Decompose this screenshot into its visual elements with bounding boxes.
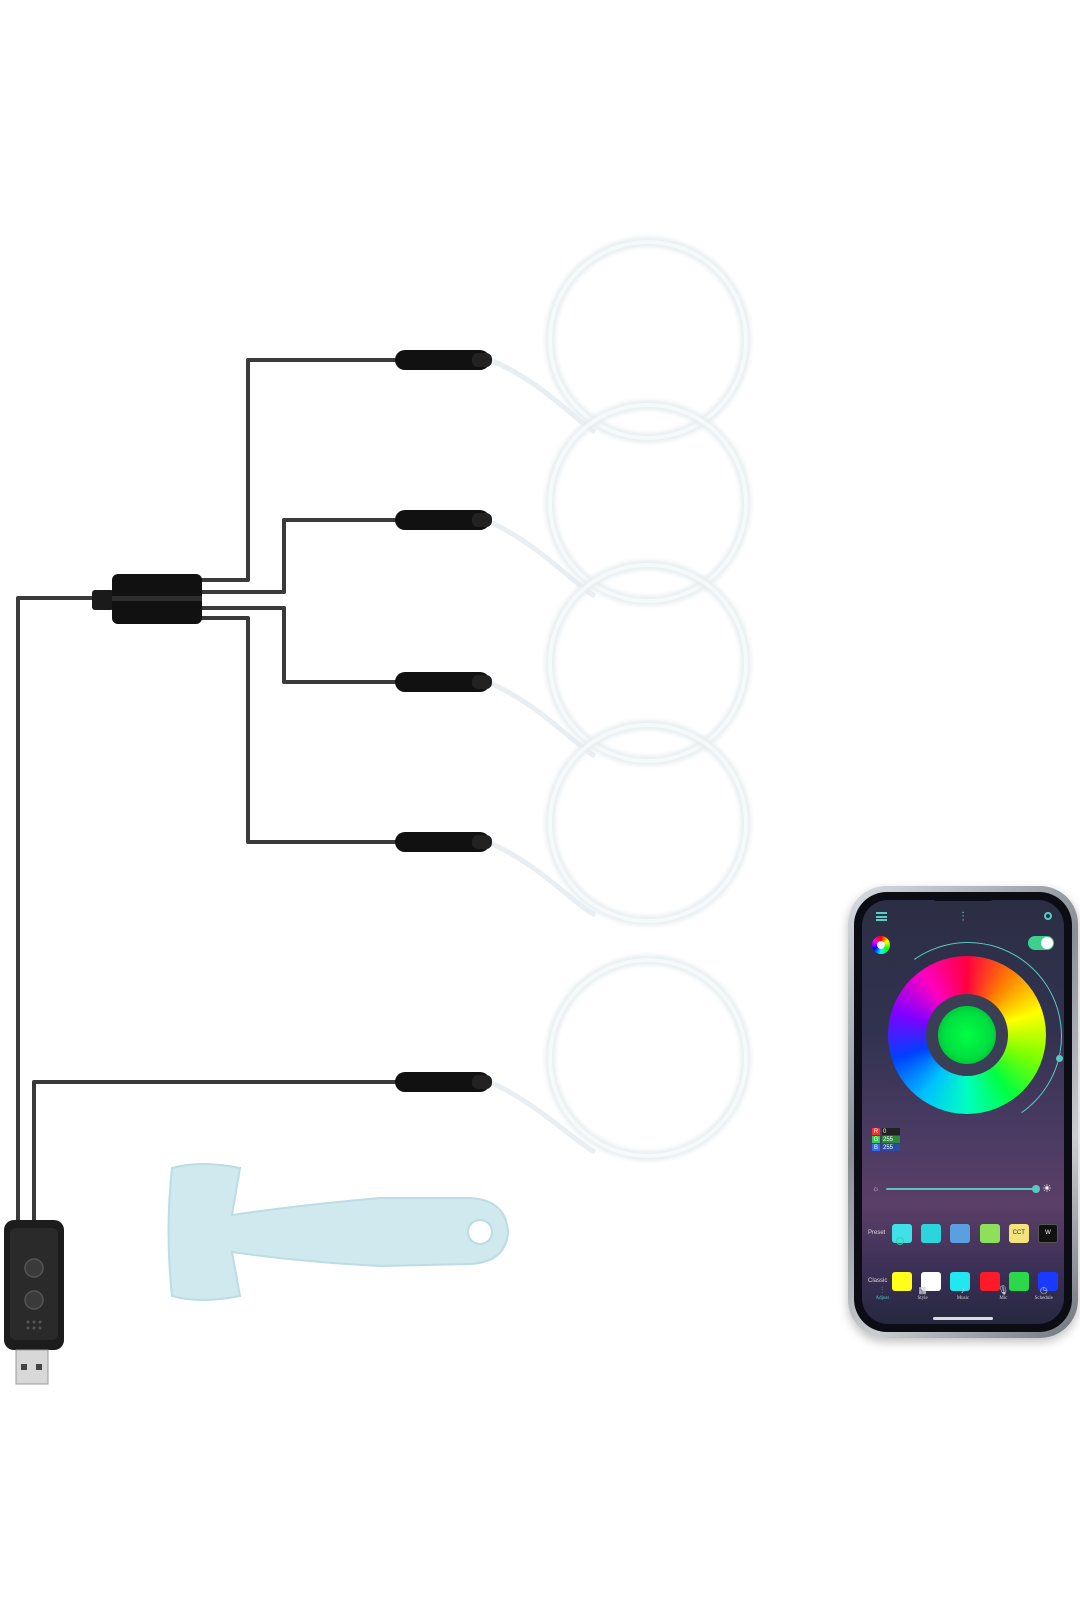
usb-controller [4, 1220, 64, 1385]
connector-2 [395, 510, 492, 530]
cable-2 [200, 518, 400, 594]
tab-mic[interactable]: 🎙Mic [985, 1284, 1021, 1310]
classic-row: Classic [868, 1270, 1058, 1292]
preset-swatch[interactable] [979, 1223, 1000, 1243]
tab-schedule[interactable]: ◷Schedule [1026, 1284, 1062, 1310]
tab-music[interactable]: ♪Music [945, 1284, 981, 1310]
cable-5 [32, 1080, 400, 1225]
color-mode-icon[interactable] [872, 936, 890, 954]
preset-swatch[interactable] [892, 1223, 912, 1245]
home-indicator [933, 1317, 993, 1320]
menu-icon[interactable] [876, 912, 887, 921]
connector-4 [395, 832, 492, 852]
connector-3 [395, 672, 492, 692]
connector-5 [395, 1072, 492, 1092]
rgb-value[interactable]: 255 [882, 1136, 900, 1143]
preset-swatches: CCT W [892, 1223, 1058, 1245]
fiber-ring-5 [488, 955, 751, 1161]
preset-swatch[interactable]: CCT [1008, 1223, 1029, 1243]
preset-swatch[interactable] [950, 1223, 971, 1243]
style-icon: ▦ [918, 1285, 927, 1295]
brightness-track[interactable] [886, 1188, 1038, 1190]
color-wheel[interactable] [888, 956, 1046, 1114]
classic-swatch[interactable] [1008, 1271, 1029, 1291]
preset-label: Preset [868, 1230, 886, 1236]
cables [16, 358, 400, 1225]
cable-main [16, 596, 96, 1225]
splitter-hub [92, 574, 202, 624]
tab-adjust[interactable]: ⫶Adjust [864, 1284, 900, 1310]
tab-label: Mic [999, 1296, 1008, 1301]
fiber-ring-3 [488, 560, 751, 766]
music-icon: ♪ [960, 1285, 966, 1295]
power-toggle[interactable] [1028, 936, 1054, 950]
usb-plug [15, 1349, 49, 1385]
scraper-tool [167, 1163, 510, 1301]
tab-label: Style [917, 1296, 928, 1301]
fiber-ring-4 [488, 720, 751, 926]
settings-icon[interactable] [1044, 912, 1052, 920]
brightness-low-icon: ☼ [872, 1184, 880, 1193]
cable-3 [200, 606, 400, 684]
brightness-slider[interactable]: ☼ ☀ [872, 1183, 1054, 1195]
selected-indicator [896, 1236, 904, 1245]
mic-icon: 🎙 [997, 1285, 1010, 1295]
preset-row: Preset CCT W [868, 1222, 1058, 1245]
dynamic-island [929, 892, 997, 901]
cable-4 [200, 616, 400, 844]
tab-label: Adjust [875, 1296, 889, 1301]
adjust-icon: ⫶ [881, 1285, 884, 1295]
preset-swatch[interactable] [921, 1223, 942, 1243]
controller-mic-icon [24, 1290, 44, 1310]
rgb-key: G [872, 1136, 880, 1143]
classic-swatch[interactable] [892, 1271, 912, 1291]
current-color-preview [938, 1006, 996, 1064]
classic-swatches [892, 1271, 1058, 1291]
tab-label: Music [956, 1296, 970, 1301]
tab-style[interactable]: ▦Style [905, 1284, 941, 1310]
schedule-icon: ◷ [1039, 1285, 1048, 1295]
rgb-key: R [872, 1128, 880, 1135]
wheel-arc-knob[interactable] [1056, 1055, 1063, 1062]
color-wheel-inner [926, 994, 1008, 1076]
classic-swatch[interactable] [950, 1271, 971, 1291]
rgb-value[interactable]: 255 [882, 1144, 900, 1151]
fiber-ring-2 [488, 400, 751, 606]
tab-label: Schedule [1034, 1296, 1053, 1301]
classic-swatch[interactable] [979, 1271, 1000, 1291]
cable-1 [200, 358, 400, 582]
controller-button-icon [24, 1258, 44, 1278]
classic-label: Classic [868, 1278, 888, 1284]
connector-1 [395, 350, 492, 370]
classic-swatch[interactable] [921, 1271, 942, 1291]
fiber-optic-rings [488, 237, 751, 1161]
brightness-high-icon: ☀ [1042, 1183, 1052, 1195]
sliders-icon[interactable]: ⫶ [961, 909, 965, 924]
fiber-connectors [395, 350, 492, 1092]
bottom-tab-bar: ⫶Adjust▦Style♪Music🎙Mic◷Schedule [862, 1284, 1064, 1310]
preset-swatch[interactable]: W [1037, 1223, 1058, 1243]
rgb-value[interactable]: 0 [882, 1128, 900, 1135]
app-top-bar: ⫶ [862, 908, 1064, 928]
rgb-key: B [872, 1144, 880, 1151]
classic-swatch[interactable] [1037, 1271, 1058, 1291]
brightness-knob[interactable] [1032, 1185, 1040, 1193]
